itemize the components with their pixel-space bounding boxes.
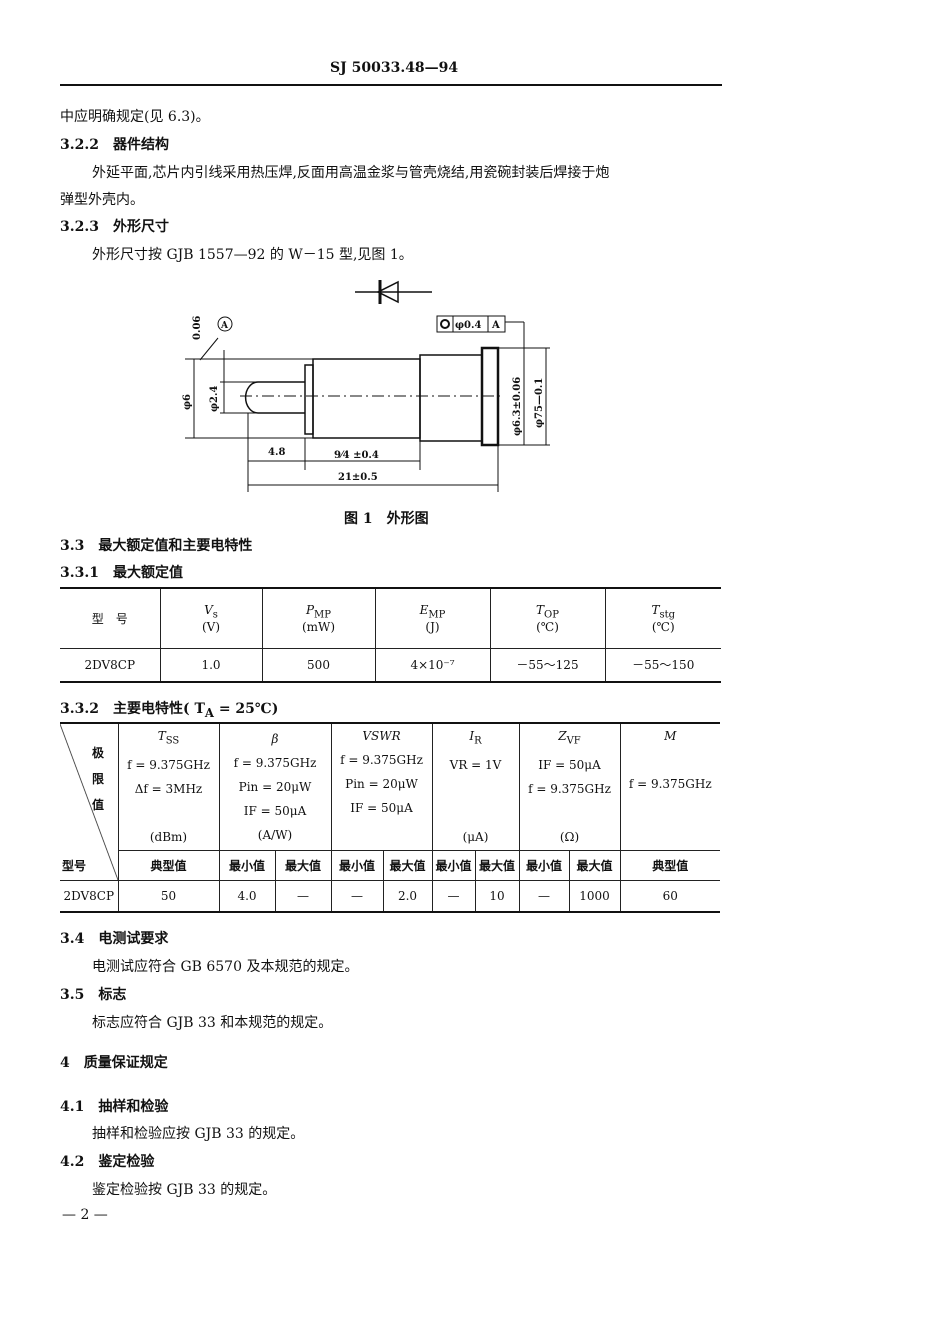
section-heading: 3.2.3 外形尺寸: [60, 219, 169, 235]
page-number: — 2 —: [62, 1207, 108, 1223]
fcf-datum: A: [491, 320, 500, 331]
pin: [244, 381, 305, 414]
paragraph: 外形尺寸按 GJB 1557—92 的 W－15 型,见图 1。: [92, 247, 413, 263]
header-rule: [60, 84, 722, 86]
table-header-row: 型 号 Vs(V) PMP(mW) EMP(J) TOP(℃) Tstg(℃): [60, 587, 721, 649]
label-d6: φ6: [182, 394, 193, 410]
section-heading: 3.3.2 主要电特性( TA = 25℃): [60, 701, 279, 720]
paragraph: 鉴定检验按 GJB 33 的规定。: [92, 1182, 277, 1198]
section-heading: 3.4 电测试要求: [60, 931, 169, 947]
section-heading: 4.1 抽样和检验: [60, 1099, 169, 1115]
outline-drawing: 0.06 A φ6 φ2.4 4.8 9⁄4 ±0.4 21±0.5 φ6.3±…: [182, 280, 550, 492]
diode-symbol-triangle: [376, 280, 399, 304]
header-cell: EMP(J): [374, 587, 491, 649]
doc-header: SJ 50033.48—94: [330, 60, 459, 76]
label-d2.4: φ2.4: [209, 386, 220, 412]
fcf-tolerance: φ0.4: [455, 320, 481, 331]
paragraph: 弹型外壳内。: [60, 192, 144, 208]
datum-label: A: [220, 321, 229, 331]
second-section: [419, 354, 483, 442]
paragraph: 抽样和检验应按 GJB 33 的规定。: [92, 1126, 305, 1142]
limits-row: 典型值最小值最大值最小值最大值最小值最大值最小值最大值典型值: [60, 849, 720, 881]
max-ratings-table: 型 号 Vs(V) PMP(mW) EMP(J) TOP(℃) Tstg(℃) …: [60, 587, 721, 683]
figure-caption: 图 1 外形图: [344, 511, 429, 527]
header-cell: Tstg(℃): [604, 587, 721, 649]
header-cell: TOP(℃): [489, 587, 606, 649]
label-d6.3: φ6.3±0.06: [512, 377, 523, 436]
corner-cell: 极限值 型号: [60, 722, 119, 881]
label-tolerance: 0.06: [192, 316, 203, 340]
header-cell: 型 号: [60, 587, 161, 649]
paragraph: 电测试应符合 GB 6570 及本规范的规定。: [92, 959, 359, 975]
flange: [304, 364, 314, 435]
paragraph: 标志应符合 GJB 33 和本规范的规定。: [92, 1015, 333, 1031]
section-heading: 4 质量保证规定: [60, 1055, 168, 1071]
section-heading: 3.3.1 最大额定值: [60, 565, 183, 581]
section-heading: 3.5 标志: [60, 987, 127, 1003]
label-4.8: 4.8: [268, 447, 285, 458]
section-heading: 4.2 鉴定检验: [60, 1154, 155, 1170]
paragraph: 外延平面,芯片内引线采用热压焊,反面用高温金浆与管壳烧结,用瓷碗封装后焊接于炮: [92, 165, 610, 181]
section-heading: 3.2.2 器件结构: [60, 137, 169, 153]
label-21: 21±0.5: [338, 472, 378, 483]
header-cell: Vs(V): [159, 587, 263, 649]
body-section: [312, 358, 421, 439]
label-d75: φ75—0.1: [534, 378, 545, 428]
paragraph: 中应明确规定(见 6.3)。: [60, 109, 210, 125]
header-cell: PMP(mW): [261, 587, 376, 649]
section-heading: 3.3 最大额定值和主要电特性: [60, 538, 253, 554]
label-9.4: 9⁄4 ±0.4: [334, 450, 379, 461]
